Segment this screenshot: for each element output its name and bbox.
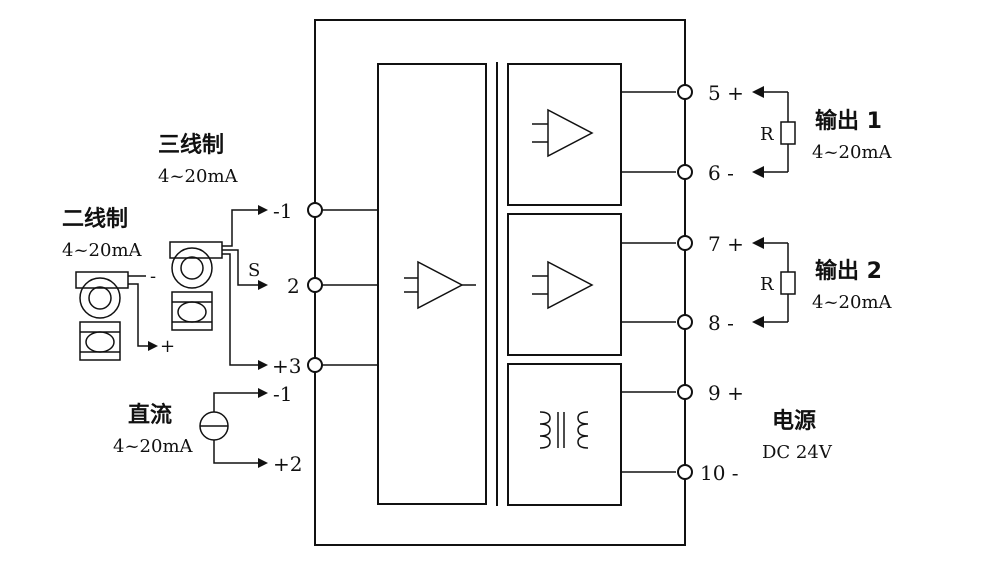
- terminal-7: [677, 235, 693, 251]
- load-resistor-1-icon: [780, 121, 796, 145]
- arrow-right-icon: [258, 388, 268, 398]
- signal-label: S: [248, 260, 260, 281]
- module-enclosure: [314, 19, 686, 546]
- arrow-left-icon: [752, 316, 764, 328]
- two-wire-range: 4~20mA: [62, 240, 143, 261]
- arrow-right-icon: [258, 280, 268, 290]
- resistor-1-label: R: [760, 124, 774, 145]
- output-block-1: [507, 63, 622, 206]
- arrow-left-icon: [752, 86, 764, 98]
- dc-minus-label: -1: [273, 382, 292, 406]
- arrow-right-icon: [148, 341, 158, 351]
- transformer-icon: [539, 411, 589, 449]
- output-1-title: 输出 1: [815, 108, 882, 134]
- terminal-3-label: +3: [272, 354, 301, 378]
- arrow-left-icon: [752, 166, 764, 178]
- wire-3w-to-t1: [222, 209, 262, 247]
- terminal-1-label: -1: [273, 199, 292, 223]
- two-wire-transmitter-icon: [75, 271, 129, 361]
- output-amplifier-2-icon: [532, 260, 594, 310]
- terminal-1: [307, 202, 323, 218]
- terminal-8-label: 8 -: [708, 311, 734, 335]
- terminal-2: [307, 277, 323, 293]
- wire-3w-signal: [222, 249, 262, 286]
- power-value: DC 24V: [762, 442, 833, 463]
- terminal-10-label: 10 -: [700, 461, 739, 485]
- two-wire-plus-label: +: [160, 336, 175, 357]
- arrow-right-icon: [258, 360, 268, 370]
- terminal-6: [677, 164, 693, 180]
- output-2-title: 输出 2: [815, 258, 882, 284]
- terminal-3: [307, 357, 323, 373]
- output-2-load: [752, 237, 796, 328]
- load-resistor-2-icon: [780, 271, 796, 295]
- terminal-9: [677, 384, 693, 400]
- wire-3w-to-t3: [222, 253, 262, 366]
- input-amplifier-icon: [404, 260, 476, 310]
- resistor-2-label: R: [760, 274, 774, 295]
- dc-title: 直流: [128, 402, 172, 428]
- terminal-5: [677, 84, 693, 100]
- power-title: 电源: [772, 409, 816, 434]
- three-wire-range: 4~20mA: [158, 166, 239, 187]
- wire-2w-plus: [128, 283, 152, 347]
- three-wire-title: 三线制: [158, 132, 224, 158]
- output-1-load: [752, 86, 796, 178]
- power-block: [507, 363, 622, 506]
- terminal-9-label: 9 +: [708, 381, 744, 405]
- two-wire-minus-label: -: [150, 266, 156, 287]
- terminal-8: [677, 314, 693, 330]
- arrow-right-icon: [258, 205, 268, 215]
- terminal-5-label: 5 +: [708, 81, 744, 105]
- dc-current-source-icon: [199, 392, 260, 464]
- dc-range: 4~20mA: [113, 436, 194, 457]
- arrow-right-icon: [258, 458, 268, 468]
- terminal-2-label: 2: [287, 274, 300, 298]
- terminal-6-label: 6 -: [708, 161, 734, 185]
- output-1-range: 4~20mA: [812, 142, 893, 163]
- output-block-2: [507, 213, 622, 356]
- output-amplifier-1-icon: [532, 108, 594, 158]
- output-2-range: 4~20mA: [812, 292, 893, 313]
- terminal-10: [677, 464, 693, 480]
- two-wire-title: 二线制: [62, 206, 128, 232]
- three-wire-transmitter-icon: [169, 241, 223, 331]
- terminal-7-label: 7 +: [708, 232, 744, 256]
- input-block: [377, 63, 487, 505]
- dc-plus-label: +2: [273, 452, 302, 476]
- arrow-left-icon: [752, 237, 764, 249]
